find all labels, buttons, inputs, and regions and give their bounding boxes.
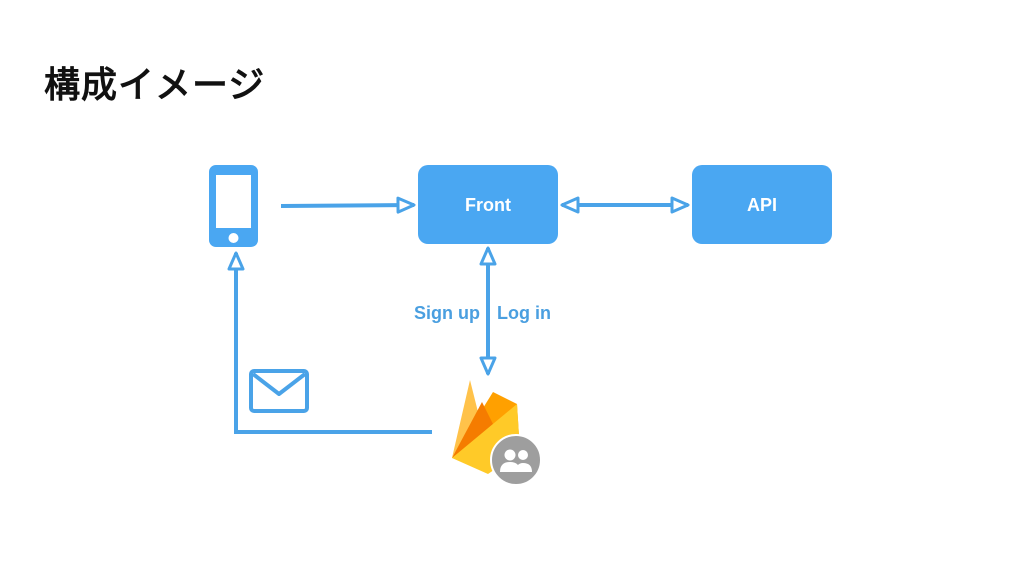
slide-title: 構成イメージ xyxy=(44,65,266,106)
api-label: API xyxy=(747,195,777,215)
users-icon xyxy=(490,434,542,486)
firebase-auth-icon xyxy=(452,380,542,486)
firebase-to-phone-arrow xyxy=(227,251,432,434)
signup-label: Sign up xyxy=(414,303,480,323)
smartphone-icon xyxy=(209,165,258,247)
phone-to-front-arrow xyxy=(280,196,416,214)
login-label: Log in xyxy=(497,303,551,323)
front-node: Front xyxy=(418,165,558,244)
mail-icon xyxy=(249,369,309,413)
api-node: API xyxy=(692,165,832,244)
front-label: Front xyxy=(465,195,511,215)
